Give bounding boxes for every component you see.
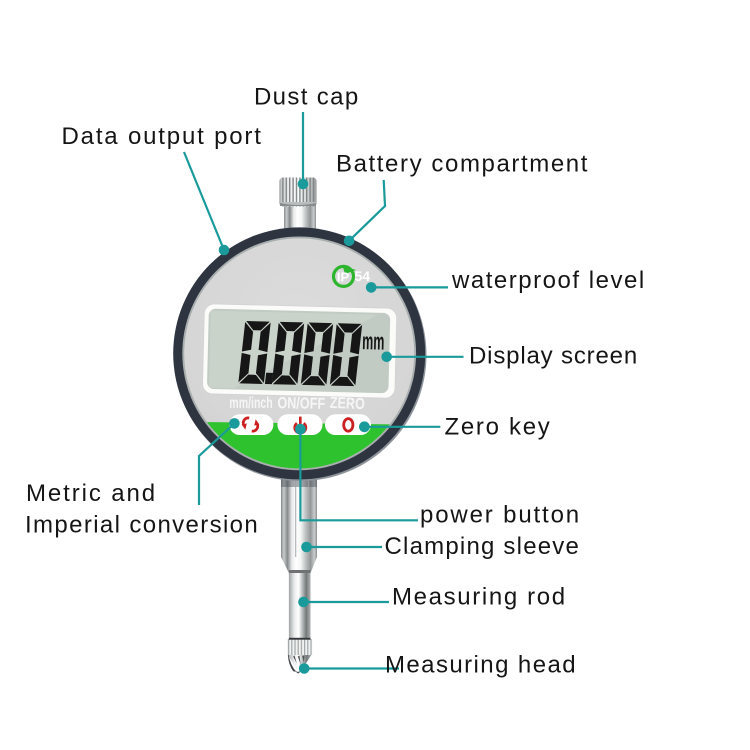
svg-text:power button: power button bbox=[420, 502, 581, 529]
svg-text:Dust cap: Dust cap bbox=[254, 83, 360, 110]
svg-text:Measuring head: Measuring head bbox=[385, 652, 577, 679]
svg-text:Metric and: Metric and bbox=[26, 480, 157, 507]
svg-text:waterproof level: waterproof level bbox=[451, 267, 646, 294]
svg-text:ZERO: ZERO bbox=[330, 395, 366, 414]
svg-text:mm: mm bbox=[362, 329, 385, 356]
svg-text:mm/inch: mm/inch bbox=[229, 394, 272, 412]
svg-text:Display screen: Display screen bbox=[469, 343, 638, 370]
svg-text:IP: IP bbox=[337, 269, 350, 284]
svg-text:Zero key: Zero key bbox=[445, 414, 552, 441]
svg-text:Clamping sleeve: Clamping sleeve bbox=[385, 533, 581, 560]
svg-text:Measuring rod: Measuring rod bbox=[392, 584, 567, 611]
svg-text:Imperial conversion: Imperial conversion bbox=[25, 512, 259, 539]
svg-text:Battery compartment: Battery compartment bbox=[336, 151, 589, 178]
svg-text:54: 54 bbox=[355, 268, 371, 284]
svg-text:Data output port: Data output port bbox=[62, 123, 263, 150]
svg-text:ON/OFF: ON/OFF bbox=[277, 395, 325, 414]
